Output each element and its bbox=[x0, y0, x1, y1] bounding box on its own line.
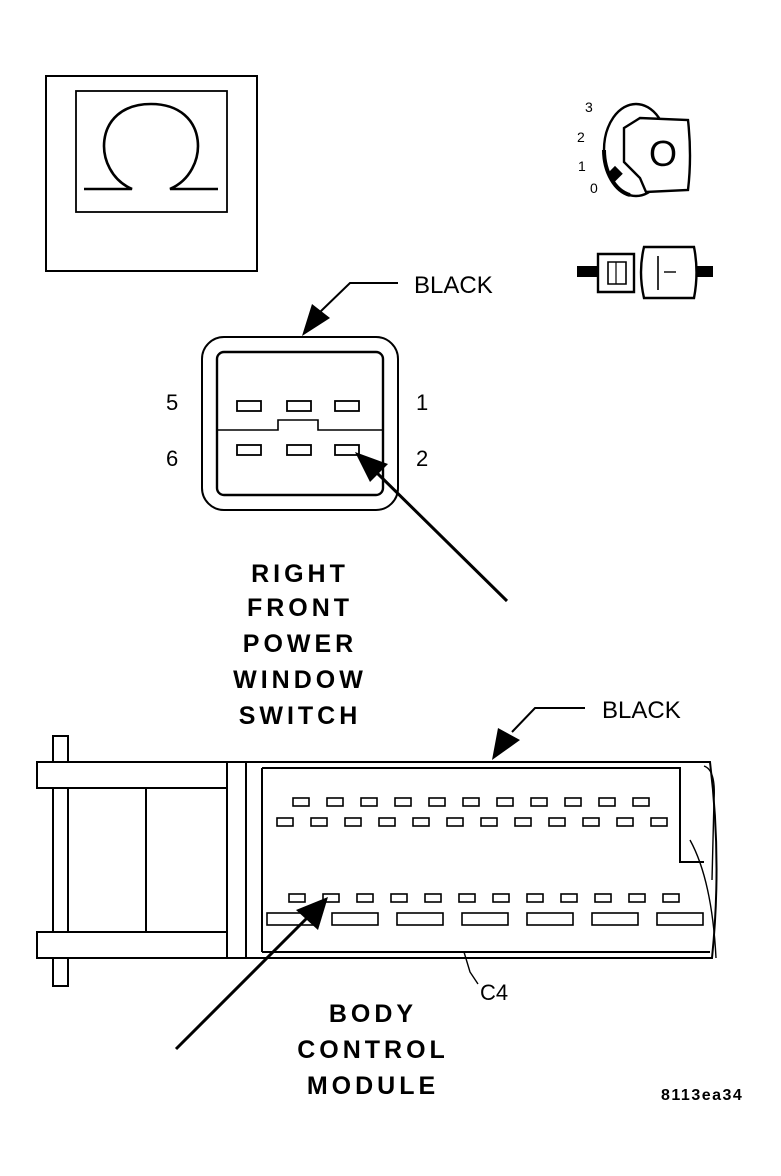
bcm-cavity bbox=[628, 893, 646, 903]
ign-pos-1: 1 bbox=[578, 158, 586, 174]
bcm-cavity bbox=[514, 817, 532, 827]
bcm-cavity bbox=[360, 797, 378, 807]
bcm-cavity bbox=[428, 797, 446, 807]
connector-icon bbox=[577, 245, 713, 300]
switch-color-label: BLACK bbox=[414, 272, 493, 299]
bcm-cavity bbox=[560, 893, 578, 903]
bcm-cavity bbox=[656, 912, 704, 926]
bcm-cavity bbox=[396, 912, 444, 926]
bcm-color-label: BLACK bbox=[602, 697, 681, 724]
switch-cavity-2 bbox=[334, 444, 360, 456]
bcm-cavity bbox=[378, 817, 396, 827]
ign-pos-3: 3 bbox=[585, 99, 593, 115]
ignition-key-icon: 3 2 1 0 O bbox=[577, 99, 692, 198]
bcm-title-line-1: BODY bbox=[329, 1000, 417, 1028]
bcm-cavity bbox=[288, 893, 306, 903]
bcm-cavity bbox=[390, 893, 408, 903]
bcm-title-line-3: MODULE bbox=[307, 1072, 439, 1100]
switch-connector: BLACK 5 1 6 2 bbox=[166, 272, 509, 603]
bcm-cavity bbox=[446, 817, 464, 827]
bcm-connector: BLACK C4 bbox=[36, 697, 718, 1051]
bcm-cavity bbox=[326, 797, 344, 807]
bcm-cavity bbox=[591, 912, 639, 926]
bcm-cavity bbox=[458, 893, 476, 903]
bcm-connector-id: C4 bbox=[480, 980, 508, 1005]
bcm-cavity bbox=[322, 893, 340, 903]
bcm-cavity bbox=[496, 797, 514, 807]
bcm-cavity bbox=[526, 893, 544, 903]
switch-title-line-5: SWITCH bbox=[239, 702, 362, 730]
bcm-cavity bbox=[594, 893, 612, 903]
switch-cavity-4 bbox=[286, 444, 312, 456]
ohmmeter-icon bbox=[45, 75, 258, 272]
bcm-cavity bbox=[412, 817, 430, 827]
bcm-cavity bbox=[424, 893, 442, 903]
switch-cavity-6 bbox=[236, 444, 262, 456]
switch-cavity-5 bbox=[236, 400, 262, 412]
bcm-cavity bbox=[292, 797, 310, 807]
switch-title-line-1: RIGHT bbox=[251, 560, 349, 588]
bcm-cavity bbox=[492, 893, 510, 903]
figure-code: 8113ea34 bbox=[661, 1087, 743, 1104]
switch-cavity-3 bbox=[286, 400, 312, 412]
bcm-cavity bbox=[650, 817, 668, 827]
bcm-cavity bbox=[394, 797, 412, 807]
switch-title: RIGHT FRONT POWER WINDOW SWITCH bbox=[233, 560, 367, 730]
bcm-title: BODY CONTROL MODULE bbox=[297, 1000, 449, 1100]
switch-title-line-3: POWER bbox=[243, 630, 357, 658]
switch-pin-label-5: 5 bbox=[166, 390, 178, 415]
bcm-cavity bbox=[526, 912, 574, 926]
bcm-cavity bbox=[582, 817, 600, 827]
bcm-cavity bbox=[276, 817, 294, 827]
bcm-cavity bbox=[548, 817, 566, 827]
bcm-cavity bbox=[564, 797, 582, 807]
switch-pin-label-1: 1 bbox=[416, 390, 428, 415]
bcm-cavity bbox=[331, 912, 379, 926]
ign-pos-0: 0 bbox=[590, 180, 598, 196]
bcm-cavity bbox=[632, 797, 650, 807]
bcm-cavity bbox=[616, 817, 634, 827]
bcm-cavity bbox=[356, 893, 374, 903]
bcm-cavity bbox=[530, 797, 548, 807]
bcm-cavity bbox=[344, 817, 362, 827]
ign-key-letter: O bbox=[649, 133, 677, 174]
switch-cavity-1 bbox=[334, 400, 360, 412]
bcm-cavity bbox=[598, 797, 616, 807]
bcm-title-line-2: CONTROL bbox=[297, 1036, 449, 1064]
bcm-cavity bbox=[310, 817, 328, 827]
bcm-cavity bbox=[480, 817, 498, 827]
switch-title-line-2: FRONT bbox=[247, 594, 353, 622]
switch-pin-label-2: 2 bbox=[416, 446, 428, 471]
bcm-cavity bbox=[462, 797, 480, 807]
switch-pin-label-6: 6 bbox=[166, 446, 178, 471]
switch-title-line-4: WINDOW bbox=[233, 666, 367, 694]
bcm-cavity bbox=[662, 893, 680, 903]
bcm-cavity bbox=[461, 912, 509, 926]
ign-pos-2: 2 bbox=[577, 129, 585, 145]
